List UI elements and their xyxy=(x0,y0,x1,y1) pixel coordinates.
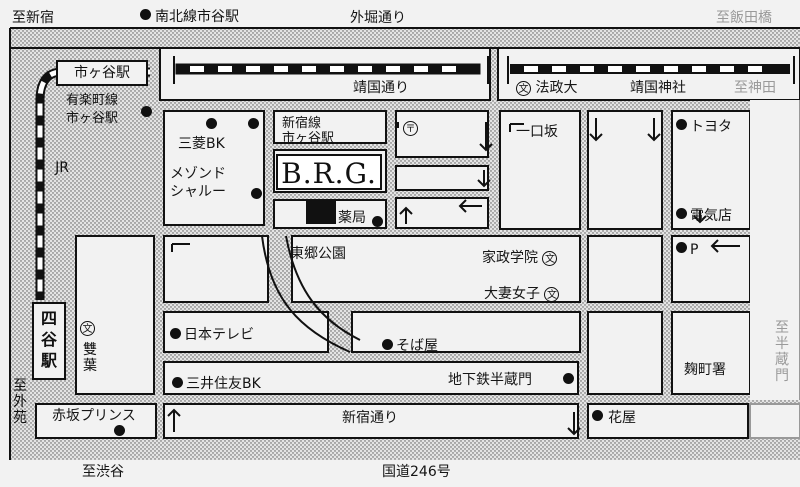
parking-dot xyxy=(676,242,687,253)
nihon-tv-label: 日本テレビ xyxy=(184,327,254,343)
denkiten-label: 電気店 xyxy=(690,208,732,224)
jr-label: JR xyxy=(55,160,69,176)
sotobori-label: 外堀通り xyxy=(350,10,406,26)
yotsuya-station-label: 四谷駅 xyxy=(41,309,58,370)
post-office-icon: 〒 xyxy=(403,120,418,136)
yotsuya-station-box: 四谷駅 xyxy=(32,302,66,380)
to-gaien-label: 至外苑 xyxy=(13,378,27,426)
post-office: 〒 xyxy=(403,120,418,136)
futaba-label: 雙葉 xyxy=(83,342,97,374)
yurakucho-station-label: 市ヶ谷駅 xyxy=(66,111,119,126)
kasei-gakuin-label: 家政学院 文 xyxy=(482,250,558,266)
oneway-arrows xyxy=(167,118,740,436)
sobaya-label: そば屋 xyxy=(396,338,438,354)
shinjuku-line-station-label: 市ヶ谷駅 xyxy=(282,131,335,146)
yakkyoku-dot xyxy=(372,216,383,227)
toyota-dot xyxy=(676,119,687,130)
akasaka-prince-dot xyxy=(114,425,125,436)
shinjuku-line-dot xyxy=(248,118,259,129)
ichiguchizaka-label: 一口坂 xyxy=(516,124,558,140)
to-shinjuku-label: 至新宿 xyxy=(12,10,54,26)
yurakucho-station-dot xyxy=(141,106,152,117)
kojimachi-police-label: 麹町署 xyxy=(684,362,726,378)
namboku-station-dot xyxy=(140,9,151,20)
yasukuni-shrine-label: 靖国神社 xyxy=(630,80,686,96)
sobaya-dot xyxy=(382,339,393,350)
nihon-tv-dot xyxy=(170,328,181,339)
hanzomon-station-label: 地下鉄半蔵門 xyxy=(448,372,532,388)
mitsubishi-dot xyxy=(206,118,217,129)
parking-label: P xyxy=(690,242,699,258)
mitsubishi-label: 三菱BK xyxy=(178,136,225,152)
denkiten-dot xyxy=(676,208,687,219)
hanzomon-dot xyxy=(563,373,574,384)
yakkyoku-label: 薬局 xyxy=(338,210,366,226)
shinjuku-line-label: 新宿線 xyxy=(282,116,322,131)
brg-logo: B.R.G. xyxy=(276,154,382,190)
yasukuni-label: 靖国通り xyxy=(353,80,409,96)
hanaya-label: 花屋 xyxy=(608,410,636,426)
toyota-label: トヨタ xyxy=(690,119,732,135)
hosei-label: 文 法政大 xyxy=(516,80,577,96)
akasaka-prince-label: 赤坂プリンス xyxy=(52,408,136,424)
brg-building-marker xyxy=(306,200,336,224)
maison-label: メゾンド xyxy=(170,166,226,182)
namboku-label: 南北線市谷駅 xyxy=(155,9,239,25)
to-hanzomon-label: 至半蔵門 xyxy=(775,320,789,384)
shinjuku-dori-label: 新宿通り xyxy=(342,410,398,426)
chalet-label: シャルー xyxy=(170,184,226,200)
school-icon: 文 xyxy=(542,250,558,266)
futaba-school-icon: 文 xyxy=(80,320,95,336)
to-shibuya-label: 至渋谷 xyxy=(82,464,124,480)
school-icon: 文 xyxy=(544,286,560,302)
togo-park-label: 東郷公園 xyxy=(290,246,346,262)
to-kudan-label: 至神田 xyxy=(734,80,776,96)
otsuma-label: 大妻女子 文 xyxy=(484,286,560,302)
hanaya-dot xyxy=(592,410,603,421)
mitsui-dot xyxy=(172,377,183,388)
yurakucho-line-label: 有楽町線 xyxy=(66,93,119,108)
route246-label: 国道246号 xyxy=(382,464,451,480)
maison-dot xyxy=(251,188,262,199)
to-iidabashi-label: 至飯田橋 xyxy=(716,10,772,26)
mitsui-label: 三井住友BK xyxy=(186,376,261,392)
school-icon: 文 xyxy=(516,80,531,96)
ichigaya-station-label: 市ヶ谷駅 xyxy=(74,65,130,81)
ichigaya-station-box: 市ヶ谷駅 xyxy=(56,60,148,86)
